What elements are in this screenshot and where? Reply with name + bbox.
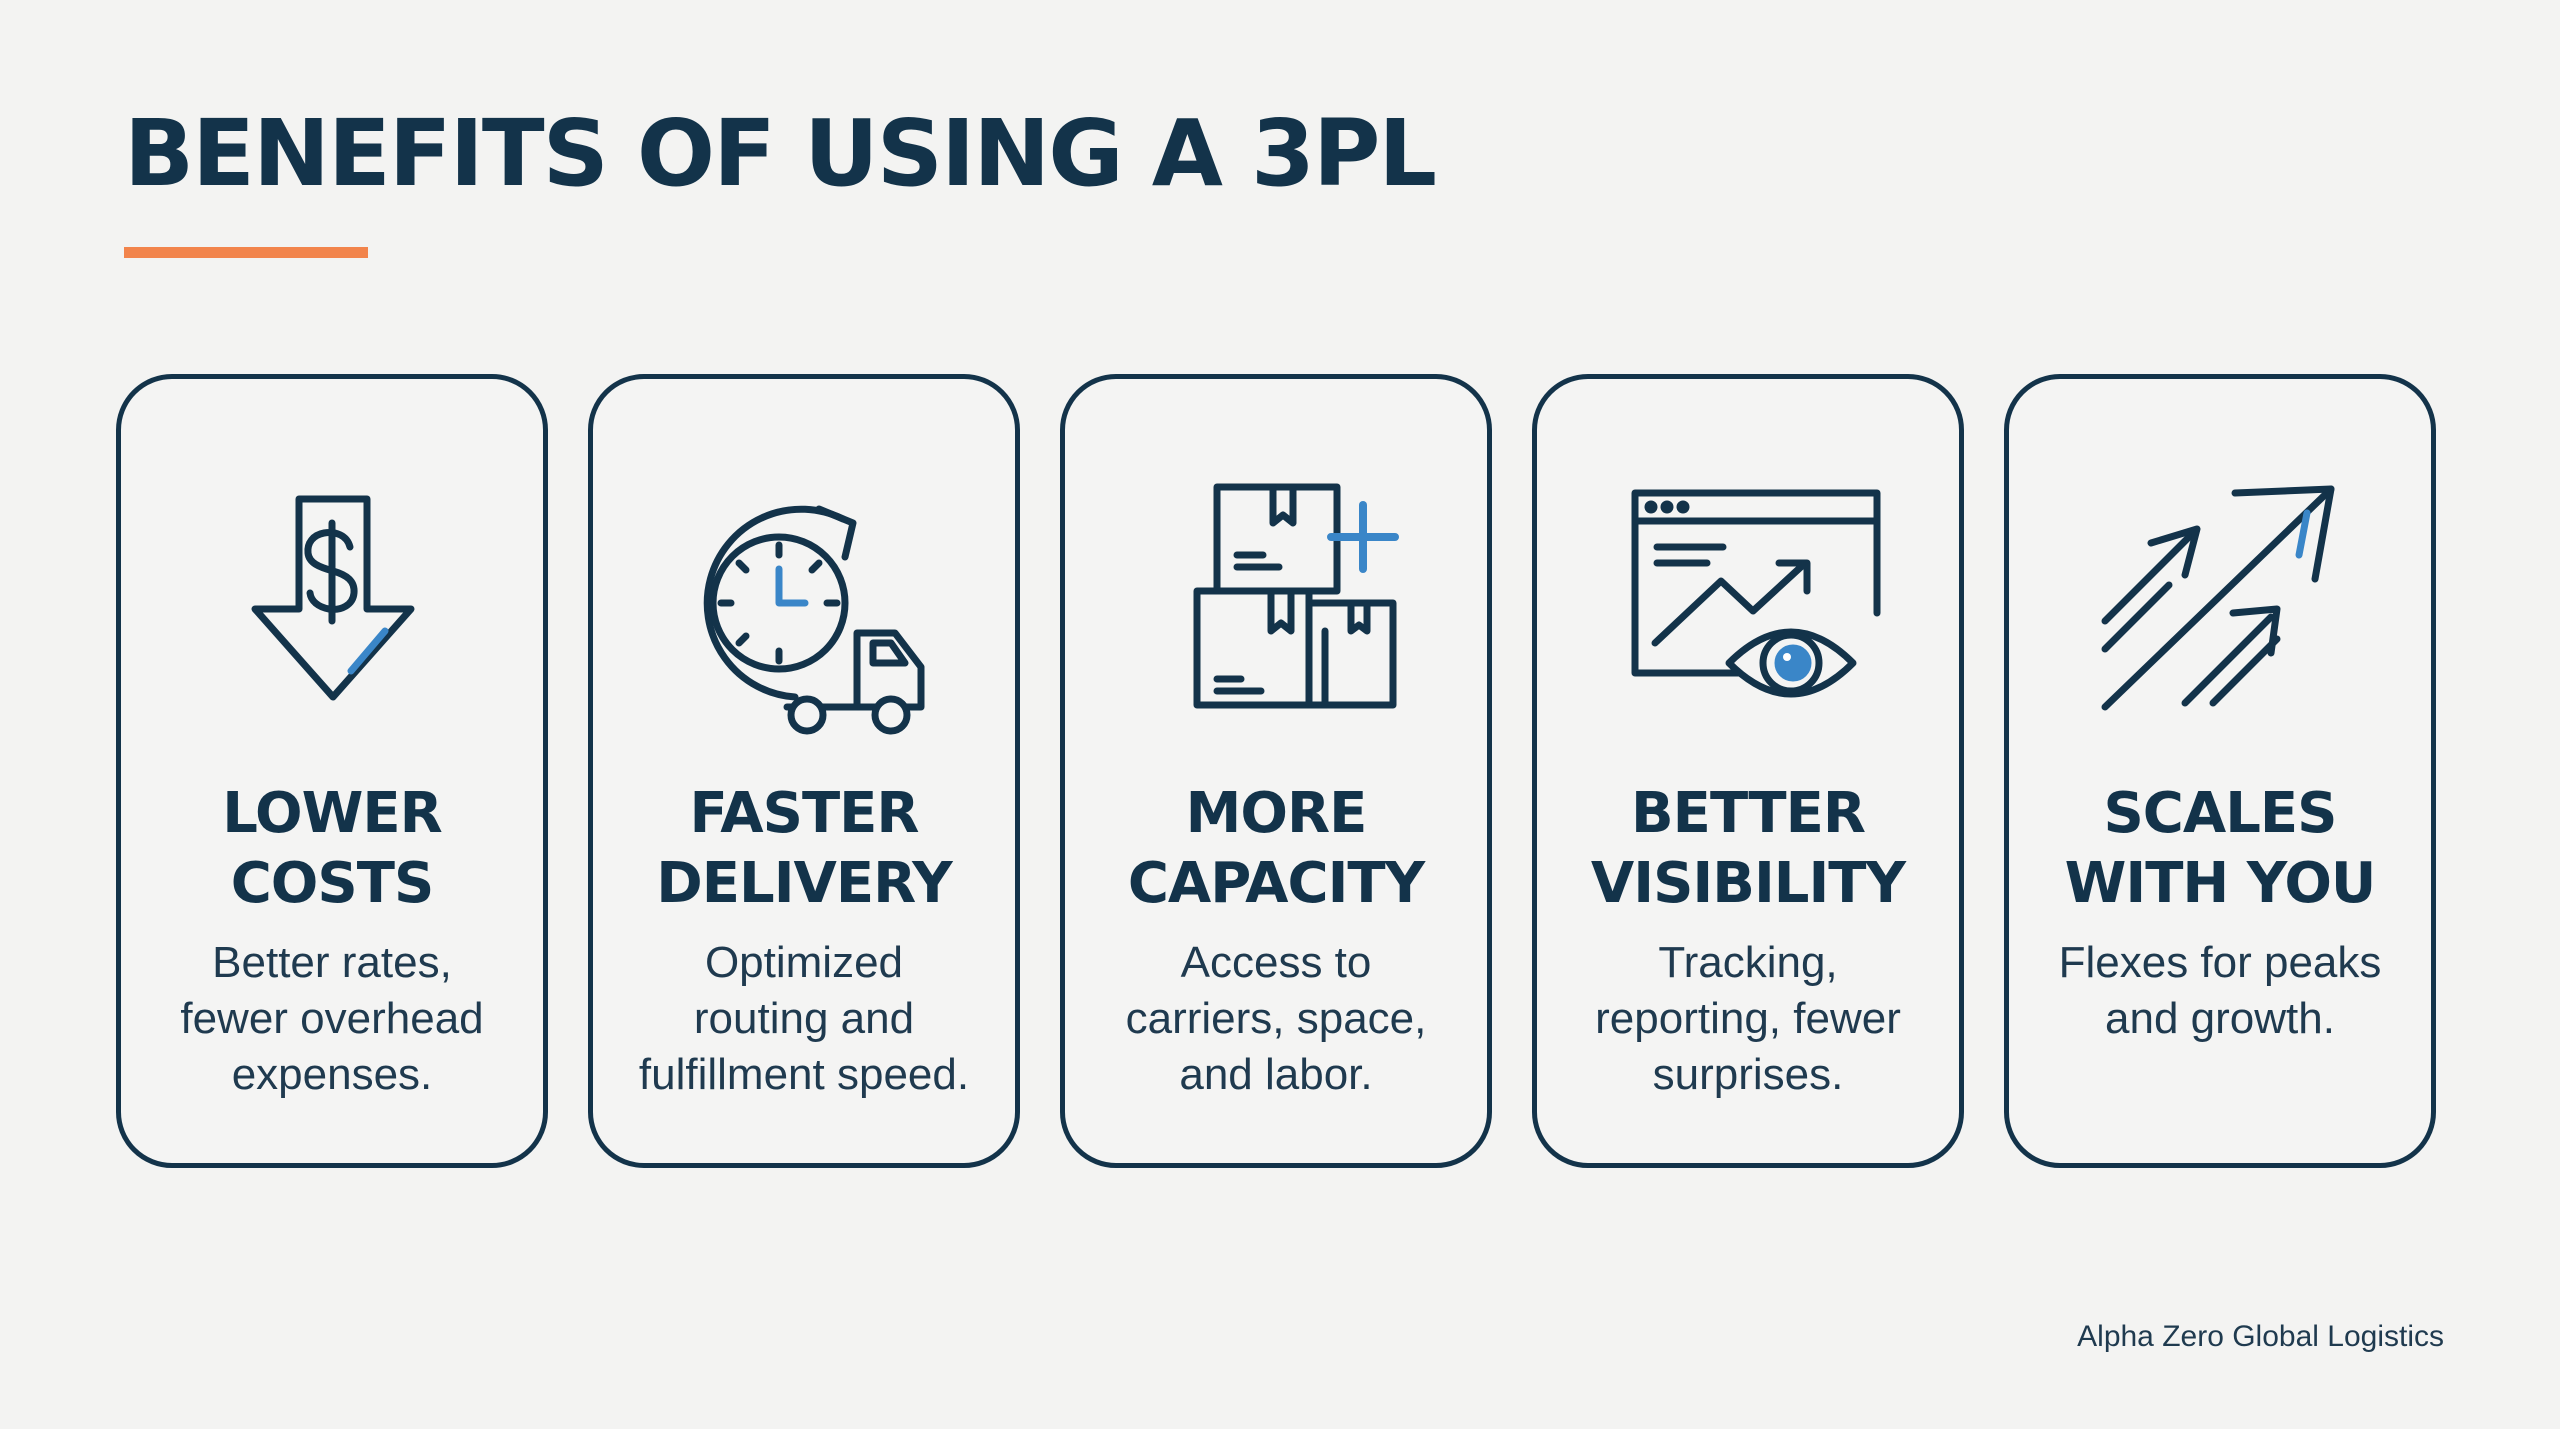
benefit-card-faster-delivery: FASTER DELIVERY Optimized routing and fu… bbox=[588, 374, 1020, 1168]
chart-eye-icon bbox=[1613, 463, 1893, 743]
benefit-card-better-visibility: BETTER VISIBILITY Tracking, reporting, f… bbox=[1532, 374, 1964, 1168]
card-heading: FASTER DELIVERY bbox=[656, 781, 952, 916]
card-heading: LOWER COSTS bbox=[222, 781, 442, 916]
card-description: Access to carriers, space, and labor. bbox=[1125, 938, 1427, 1099]
clock-truck-icon bbox=[669, 463, 949, 743]
benefit-card-lower-costs: LOWER COSTS Better rates, fewer overhead… bbox=[116, 374, 548, 1168]
company-name-footer: Alpha Zero Global Logistics bbox=[2077, 1320, 2444, 1353]
growth-arrows-icon bbox=[2085, 463, 2365, 743]
dollar-down-arrow-icon bbox=[197, 463, 477, 743]
card-description: Better rates, fewer overhead expenses. bbox=[180, 938, 484, 1099]
card-description: Flexes for peaks and growth. bbox=[2058, 938, 2382, 1043]
benefit-card-scales-with-you: SCALES WITH YOU Flexes for peaks and gro… bbox=[2004, 374, 2436, 1168]
card-heading: BETTER VISIBILITY bbox=[1590, 781, 1906, 916]
card-description: Tracking, reporting, fewer surprises. bbox=[1595, 938, 1901, 1099]
title-underline bbox=[124, 247, 368, 258]
benefit-card-more-capacity: MORE CAPACITY Access to carriers, space,… bbox=[1060, 374, 1492, 1168]
boxes-plus-icon bbox=[1141, 463, 1421, 743]
card-heading: MORE CAPACITY bbox=[1127, 781, 1425, 916]
page-title: BENEFITS OF USING A 3PL bbox=[124, 100, 1437, 207]
card-heading: SCALES WITH YOU bbox=[2064, 781, 2377, 916]
card-description: Optimized routing and fulfillment speed. bbox=[638, 938, 970, 1099]
